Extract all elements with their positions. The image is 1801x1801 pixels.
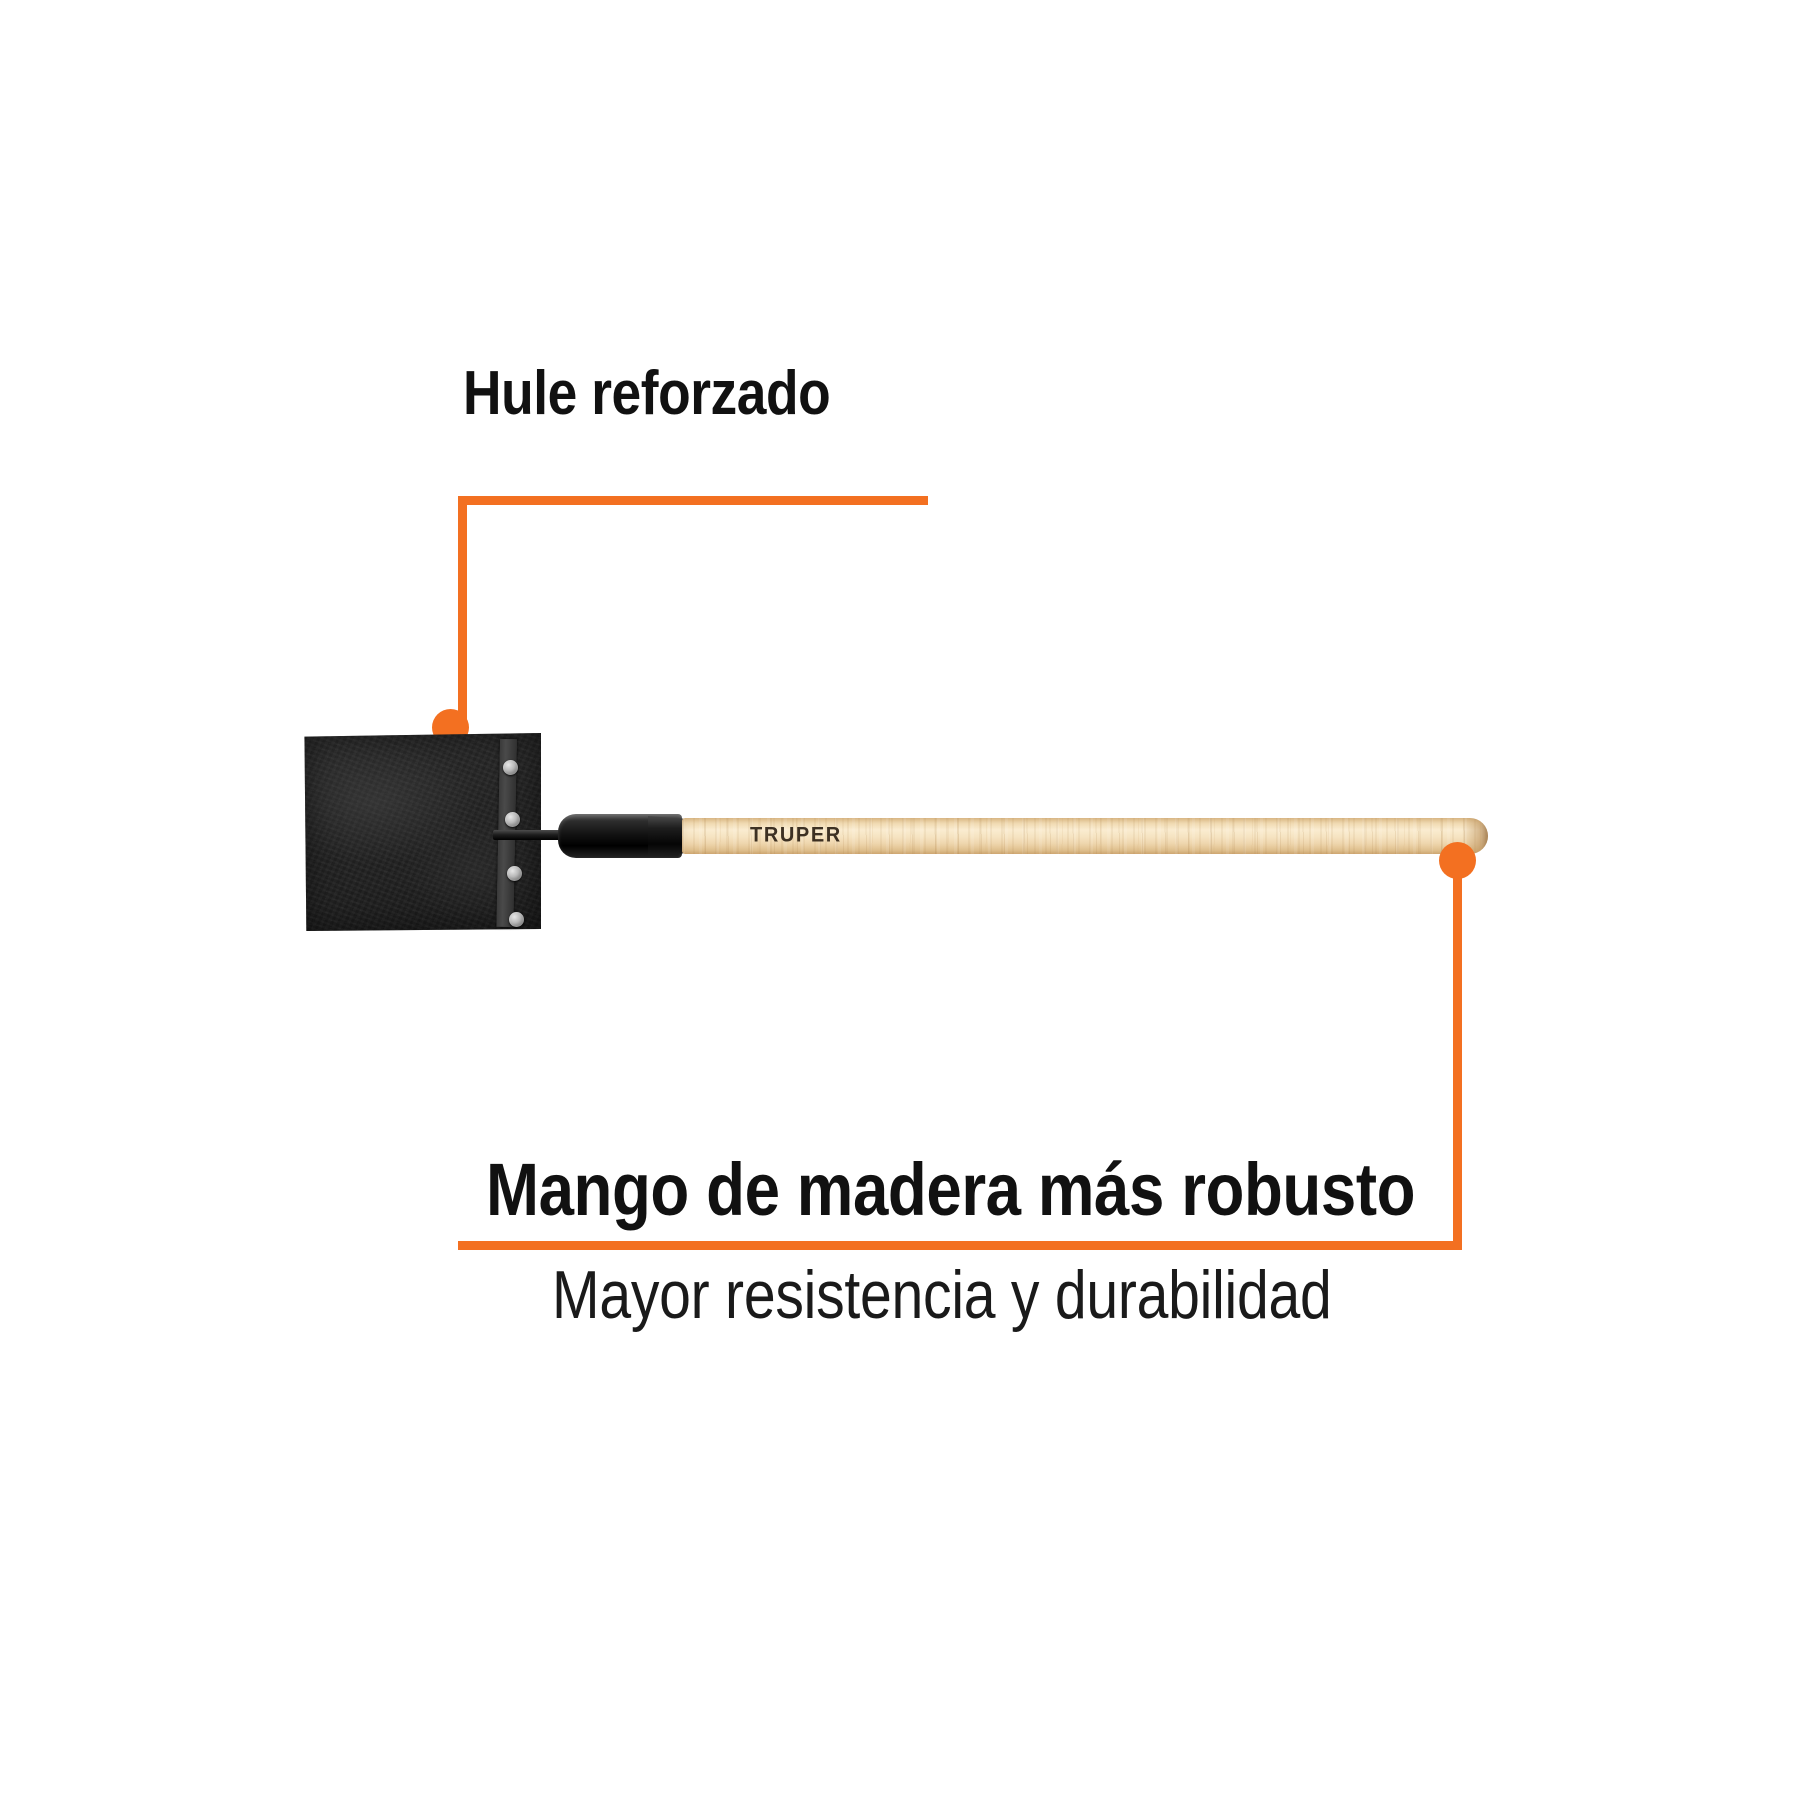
steel-ferrule-socket — [558, 814, 682, 858]
blade-texture-overlay — [304, 733, 541, 931]
callout-leader-line-vertical-bottom — [1453, 860, 1462, 1250]
callout-title-blade: Hule reforzado — [463, 359, 831, 428]
callout-leader-line-horizontal-bottom — [458, 1241, 1462, 1250]
truper-brand-logo: TRUPER — [750, 823, 842, 847]
bracket-bolt — [505, 812, 520, 827]
callout-title-handle: Mango de madera más robusto — [486, 1148, 1416, 1231]
shovel-blade-rubber — [304, 733, 541, 931]
callout-leader-line-vertical-top — [458, 496, 467, 731]
bracket-bolt — [507, 866, 522, 881]
callout-leader-line-horizontal-top — [458, 496, 928, 505]
ferrule-taper — [648, 816, 692, 856]
wooden-handle — [682, 818, 1488, 854]
bracket-bolt — [503, 760, 518, 775]
callout-anchor-dot-blade — [432, 709, 469, 746]
bracket-bolt — [509, 912, 524, 927]
blade-mounting-bracket — [496, 738, 517, 928]
steel-neck — [493, 830, 571, 840]
callout-subtitle-handle: Mayor resistencia y durabilidad — [552, 1257, 1332, 1333]
handle-wood-grain — [682, 818, 1488, 854]
